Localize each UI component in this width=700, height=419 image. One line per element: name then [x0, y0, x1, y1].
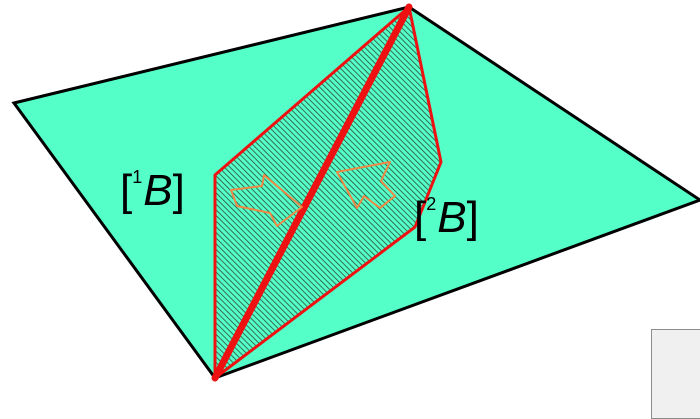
- corner-panel: [651, 329, 700, 419]
- intersection-line: [211, 3, 413, 382]
- label-left: [1B]: [120, 166, 185, 215]
- arrow-right-icon: [336, 161, 396, 209]
- arrow-left-icon: [230, 174, 303, 227]
- label-right: [2B]: [414, 193, 479, 242]
- diagram-canvas: [1B] [2B]: [11, 3, 700, 382]
